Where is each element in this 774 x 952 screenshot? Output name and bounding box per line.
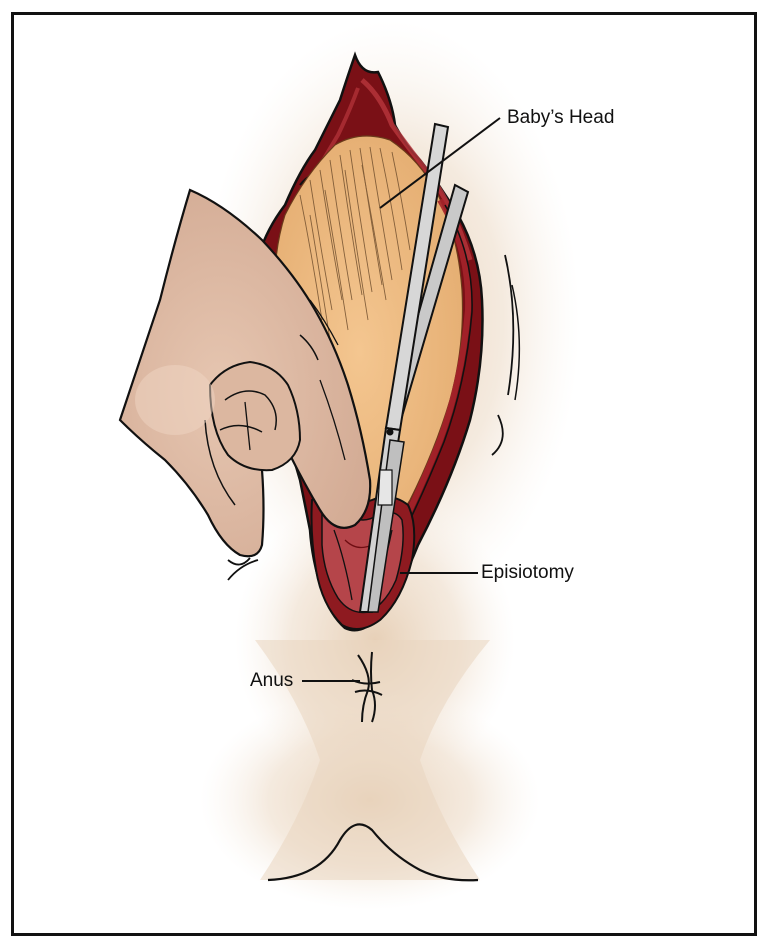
- label-episiotomy: Episiotomy: [481, 562, 574, 583]
- buttocks-contour: [267, 823, 479, 882]
- leader-babys-head: [379, 117, 501, 209]
- label-babys-head: Baby’s Head: [507, 107, 615, 128]
- hair-strokes: [299, 146, 411, 341]
- scissors-icon: [358, 122, 470, 613]
- label-anus: Anus: [250, 670, 294, 691]
- gloved-hand-icon: [118, 188, 372, 581]
